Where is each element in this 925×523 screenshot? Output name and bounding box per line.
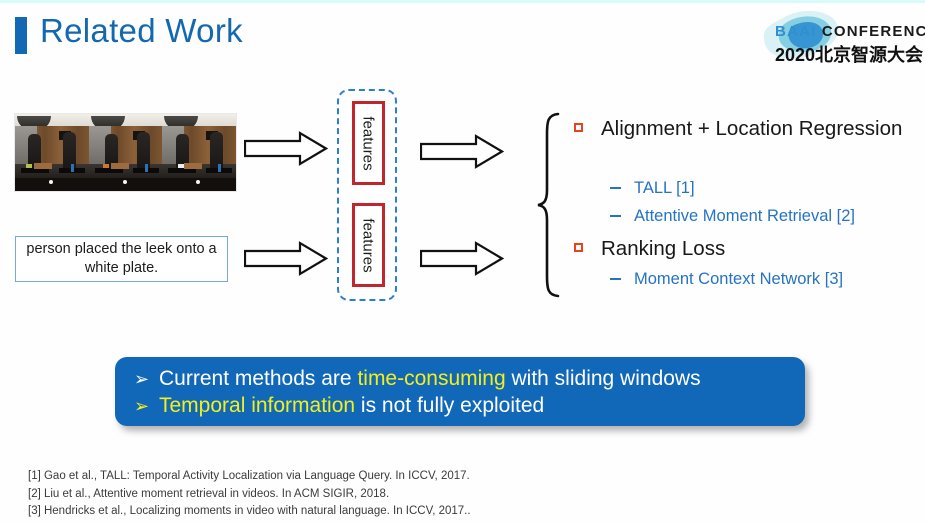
callout-line-2: ➢ Temporal information is not fully explo… [133, 392, 805, 419]
reference-item: [3] Hendricks et al., Localizing moments… [28, 505, 471, 517]
frame-cutting-board [110, 163, 129, 169]
query-text-box: person placed the leek onto a white plat… [15, 236, 228, 282]
method-sub-item-tall: TALL [1] [574, 176, 695, 201]
frame-cutting-board [34, 163, 52, 169]
feature-label: features [360, 115, 378, 171]
frame-person-left [28, 134, 41, 168]
dash-icon [610, 215, 621, 217]
square-bullet-icon [574, 243, 583, 252]
method-sub-label: Moment Context Network [3] [634, 270, 844, 288]
frame-person-left [176, 134, 190, 168]
feature-label: features [360, 217, 378, 273]
logo-text-top: BAAI CONFERENCE [775, 23, 925, 40]
arrow-text-to-features-icon [244, 241, 328, 276]
callout-line-1: ➢ Current methods are time-consuming with… [133, 365, 805, 392]
callout-line-2-post: is not fully exploited [355, 394, 545, 417]
method-sub-item-attentive-moment-retrieval: Attentive Moment Retrieval [2] [574, 204, 855, 229]
arrow-video-to-features-icon [244, 131, 328, 166]
frame-bottle [71, 164, 74, 172]
frame-vegetable [26, 164, 32, 168]
query-text: person placed the leek onto a white plat… [26, 241, 217, 276]
logo-conference-text: CONFERENCE [821, 23, 925, 40]
arrow-features-to-methods-1-icon [420, 134, 504, 169]
title-accent-bar [15, 17, 27, 54]
frame-bottle [144, 164, 148, 172]
logo-text-bottom: 2020北京智源大会 [775, 45, 924, 65]
callout-line-1-post: with sliding windows [505, 367, 701, 390]
frame-floor [88, 178, 163, 191]
frame-person-right [210, 132, 224, 170]
frame-person-left [104, 134, 118, 168]
logo-brand-text: BAAI [775, 23, 817, 40]
frame-mat-left [168, 168, 197, 173]
frame-floor [15, 178, 89, 191]
frame-cutting-board [184, 163, 203, 169]
method-sub-item-moment-context-network: Moment Context Network [3] [574, 267, 843, 292]
video-frame-3 [162, 114, 237, 191]
dash-icon [610, 278, 621, 280]
frame-person-right [63, 132, 76, 170]
frame-white-plate [49, 180, 53, 184]
square-bullet-icon [574, 123, 583, 132]
method-label: Alignment + Location Regression [601, 117, 903, 140]
frame-mat-left [21, 168, 49, 173]
method-sub-label: Attentive Moment Retrieval [2] [634, 207, 856, 225]
arrow-bullet-icon: ➢ [134, 396, 150, 416]
callout-line-2-highlight: Temporal information [159, 394, 356, 417]
callout-line-1-highlight: time-consuming [357, 367, 506, 390]
reference-item: [1] Gao et al., TALL: Temporal Activity … [28, 470, 470, 482]
frame-mat-left [94, 168, 123, 173]
takeaway-callout-box: ➢ Current methods are time-consuming with… [115, 357, 805, 426]
frame-person-right [136, 132, 150, 170]
grouping-brace-icon [536, 112, 562, 298]
frame-vegetable [178, 164, 185, 168]
feature-box-text: features [352, 203, 385, 287]
features-group-dashed-container: features features [337, 89, 397, 301]
feature-box-video: features [352, 101, 385, 185]
logo-blob-icon [763, 10, 839, 59]
method-item-alignment: Alignment + Location Regression [574, 115, 904, 143]
method-item-ranking-loss: Ranking Loss [574, 235, 725, 263]
method-label: Ranking Loss [601, 237, 726, 260]
references-list: [1] Gao et al., TALL: Temporal Activity … [28, 468, 628, 521]
page-title: Related Work [40, 12, 243, 49]
arrow-features-to-methods-2-icon [420, 241, 504, 276]
arrow-bullet-icon: ➢ [134, 369, 150, 389]
video-frame-1 [15, 114, 89, 191]
dash-icon [610, 187, 621, 189]
method-sub-label: TALL [1] [634, 179, 695, 197]
frame-white-plate [196, 180, 201, 184]
callout-line-1-pre: Current methods are [159, 367, 358, 390]
frame-floor [162, 178, 237, 191]
baai-conference-logo: BAAI CONFERENCE 2020北京智源大会 [757, 8, 925, 70]
frame-white-plate [122, 180, 127, 184]
top-hairline-decoration [0, 0, 925, 3]
video-frame-strip [14, 113, 237, 192]
video-frame-2 [88, 114, 163, 191]
reference-item: [2] Liu et al., Attentive moment retriev… [28, 487, 390, 500]
frame-bottle [218, 164, 222, 172]
frame-vegetable [102, 164, 109, 168]
